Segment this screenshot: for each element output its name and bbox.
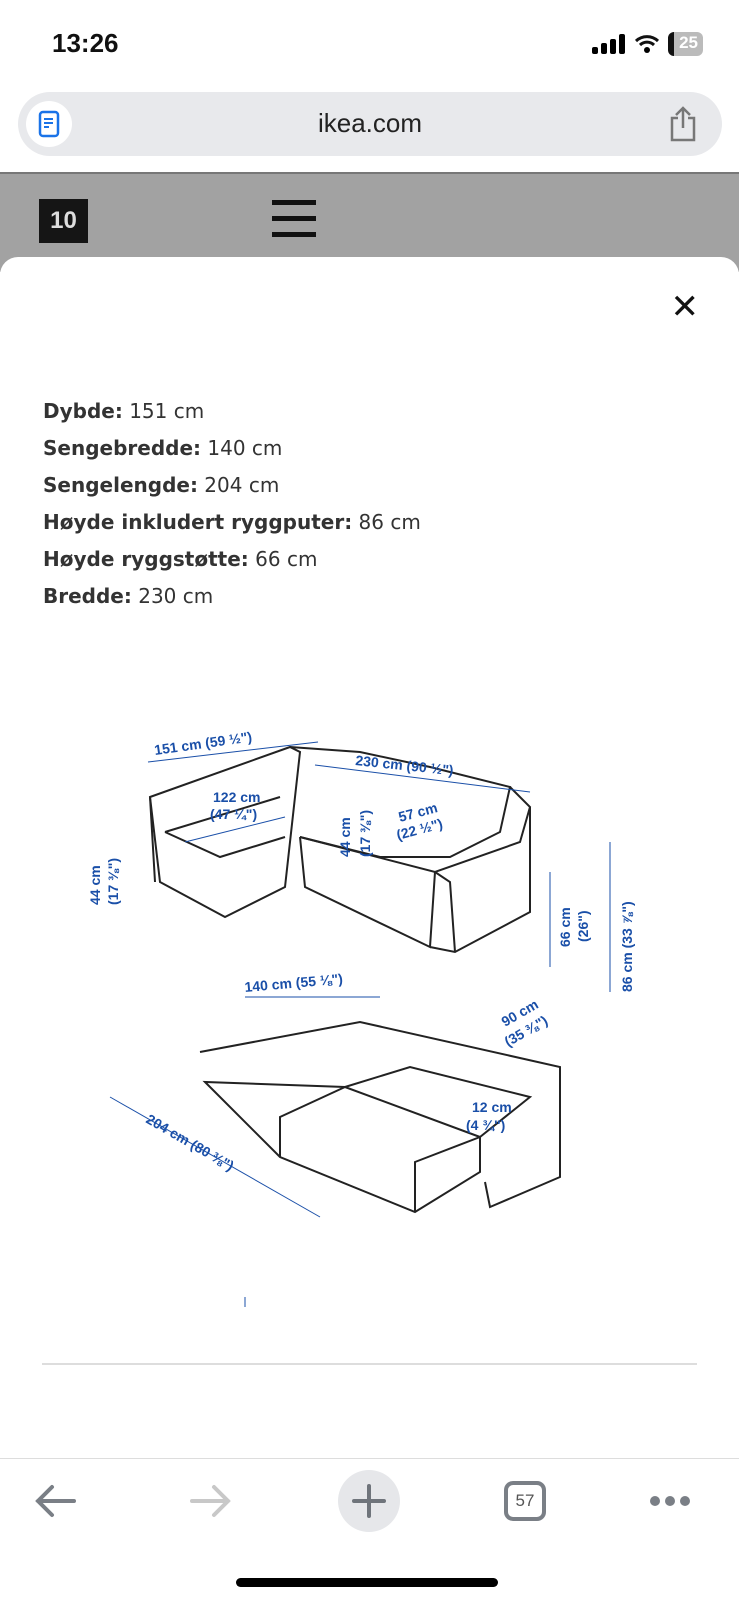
sofa-bed-drawing bbox=[199, 1020, 561, 1214]
header-badge[interactable]: 10 bbox=[39, 199, 88, 243]
dim-back-height-in: (26") bbox=[575, 910, 591, 942]
tabs-button[interactable]: 57 bbox=[500, 1471, 550, 1531]
spec-item: Høyde ryggstøtte: 66 cm bbox=[43, 547, 318, 571]
reader-icon[interactable] bbox=[26, 101, 72, 147]
close-button[interactable]: ✕ bbox=[670, 288, 700, 326]
sofa-drawing bbox=[148, 745, 532, 954]
dim-depth: 151 cm (59 ½") bbox=[153, 728, 253, 758]
back-button[interactable] bbox=[30, 1471, 80, 1531]
address-bar[interactable]: ikea.com bbox=[18, 92, 722, 156]
dim-seat-height-left: 44 cm bbox=[87, 865, 103, 905]
menu-icon[interactable] bbox=[272, 200, 316, 248]
spec-item: Sengebredde: 140 cm bbox=[43, 436, 283, 460]
status-bar: 13:26 25 bbox=[0, 0, 739, 88]
dim-total-height: 86 cm (33 ⅞") bbox=[619, 901, 635, 992]
dim-arm-width-in: (4 ¾") bbox=[466, 1117, 505, 1133]
new-tab-button[interactable] bbox=[338, 1470, 400, 1532]
spec-item: Høyde inkludert ryggputer: 86 cm bbox=[43, 510, 421, 534]
dim-seat-height-left-in: (17 ⅜") bbox=[105, 858, 121, 905]
plus-icon bbox=[352, 1484, 386, 1518]
spec-list: Dybde: 151 cm Sengebredde: 140 cm Sengel… bbox=[43, 393, 421, 615]
dim-bed-length: 204 cm (80 ⅜") bbox=[144, 1111, 237, 1174]
dimensions-sheet: ✕ Dybde: 151 cm Sengebredde: 140 cm Seng… bbox=[0, 257, 739, 1437]
spec-item: Dybde: 151 cm bbox=[43, 399, 205, 423]
forward-button[interactable] bbox=[186, 1471, 236, 1531]
dim-chaise-in: (47 ¼") bbox=[210, 806, 257, 822]
dim-bed-width: 140 cm (55 ⅛") bbox=[244, 970, 344, 995]
clock: 13:26 bbox=[52, 28, 119, 58]
home-indicator bbox=[236, 1578, 498, 1587]
dim-back-height: 66 cm bbox=[557, 907, 573, 947]
more-button[interactable] bbox=[645, 1471, 695, 1531]
url-text[interactable]: ikea.com bbox=[317, 108, 423, 138]
dimension-lines bbox=[109, 741, 611, 1307]
dim-seat-height-mid: 44 cm bbox=[337, 817, 353, 857]
wifi-icon bbox=[635, 35, 660, 53]
dim-seat-height-mid-in: (17 ⅜") bbox=[357, 810, 373, 857]
arrow-right-icon bbox=[190, 1485, 231, 1517]
dim-chaise: 122 cm bbox=[213, 789, 260, 805]
spec-item: Sengelengde: 204 cm bbox=[43, 473, 280, 497]
spec-item: Bredde: 230 cm bbox=[43, 584, 214, 608]
dim-arm-width: 12 cm bbox=[472, 1099, 512, 1115]
arrow-left-icon bbox=[35, 1485, 76, 1517]
signal-icon bbox=[592, 34, 626, 54]
dim-width: 230 cm (90 ½") bbox=[355, 752, 455, 778]
share-icon[interactable] bbox=[668, 106, 698, 142]
page-header: 10 bbox=[0, 172, 739, 272]
divider bbox=[42, 1363, 697, 1365]
more-icon bbox=[650, 1496, 690, 1506]
dimension-diagram: 151 cm (59 ½") 230 cm (90 ½") 122 cm (47… bbox=[87, 728, 635, 1307]
battery-icon: 25 bbox=[668, 32, 703, 56]
browser-toolbar: 57 bbox=[0, 1458, 739, 1600]
